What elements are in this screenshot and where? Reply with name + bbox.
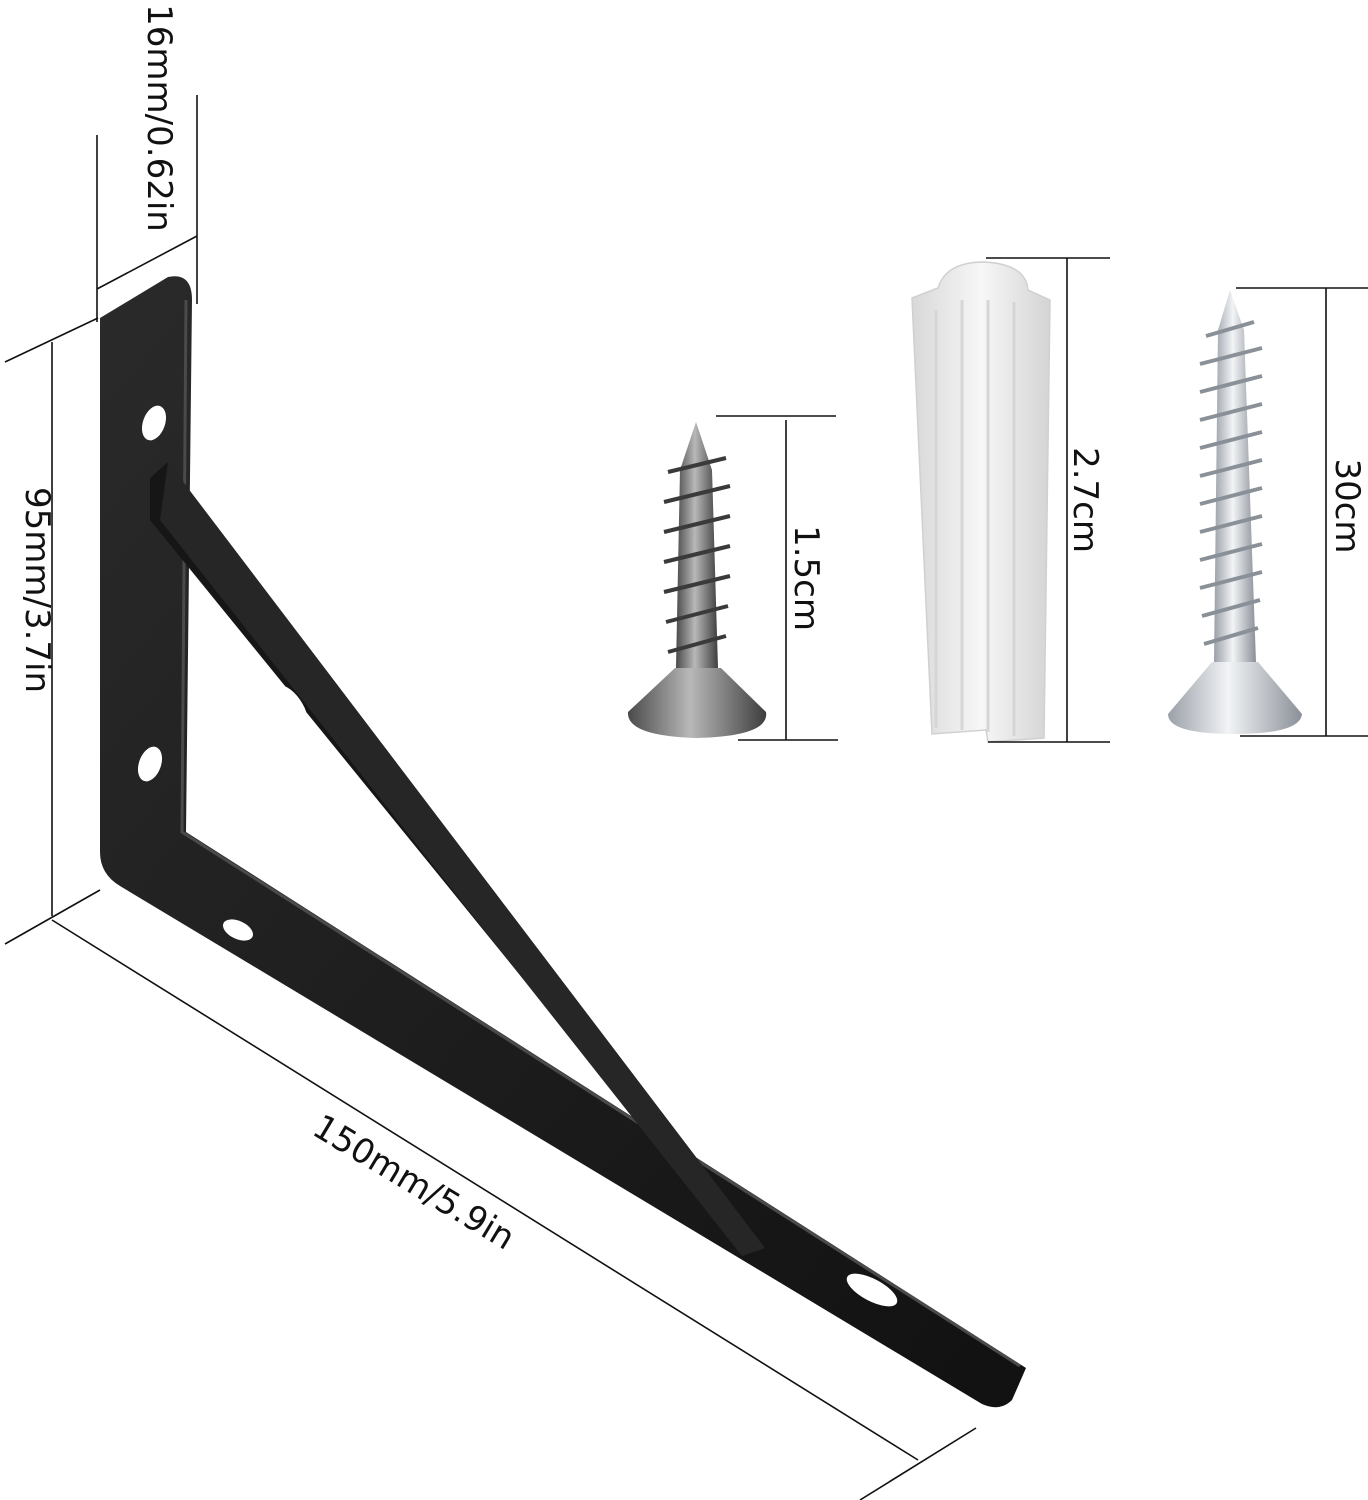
bracket-hole-lower <box>137 746 163 782</box>
bracket-thickness-label: 16mm/0.62in <box>139 4 179 232</box>
long-screw <box>1168 290 1302 734</box>
bracket-hole-upper <box>141 405 167 441</box>
bracket-height-label: 95mm/3.7in <box>17 487 57 693</box>
bracket-brace-face <box>160 462 765 1256</box>
bracket-slot-arm-outer <box>846 1273 898 1307</box>
bracket-thickness-dimension: 16mm/0.62in <box>96 4 198 322</box>
bracket-height-dimension: 95mm/3.7in <box>4 317 101 945</box>
wall-anchor-body <box>911 261 1051 743</box>
bracket-hole-arm-inner <box>223 919 253 941</box>
short-screw-threads <box>663 456 731 654</box>
long-screw-threads <box>1199 320 1263 646</box>
wall-anchor-dimension: 2.7cm <box>986 257 1110 743</box>
bracket-inner-edge <box>180 299 1021 1368</box>
long-screw-head <box>1168 662 1302 734</box>
short-screw-length-label: 1.5cm <box>786 525 826 631</box>
wall-anchor-ribs <box>934 300 1016 736</box>
short-screw <box>627 422 767 738</box>
wall-anchor-length-label: 2.7cm <box>1065 447 1105 553</box>
wall-anchor <box>911 261 1051 743</box>
long-screw-length-label: 30cm <box>1327 458 1367 553</box>
bracket-length-label: 150mm/5.9in <box>306 1107 522 1259</box>
short-screw-head <box>627 668 767 738</box>
short-screw-shaft <box>676 422 718 668</box>
long-screw-dimension: 30cm <box>1236 287 1368 737</box>
short-screw-dimension: 1.5cm <box>716 415 838 741</box>
shelf-bracket <box>100 276 1026 1408</box>
bracket-l-frame <box>100 276 1026 1408</box>
bracket-length-dimension: 150mm/5.9in <box>51 919 977 1500</box>
bracket-brace-slot <box>274 685 308 727</box>
long-screw-shaft <box>1214 290 1256 662</box>
